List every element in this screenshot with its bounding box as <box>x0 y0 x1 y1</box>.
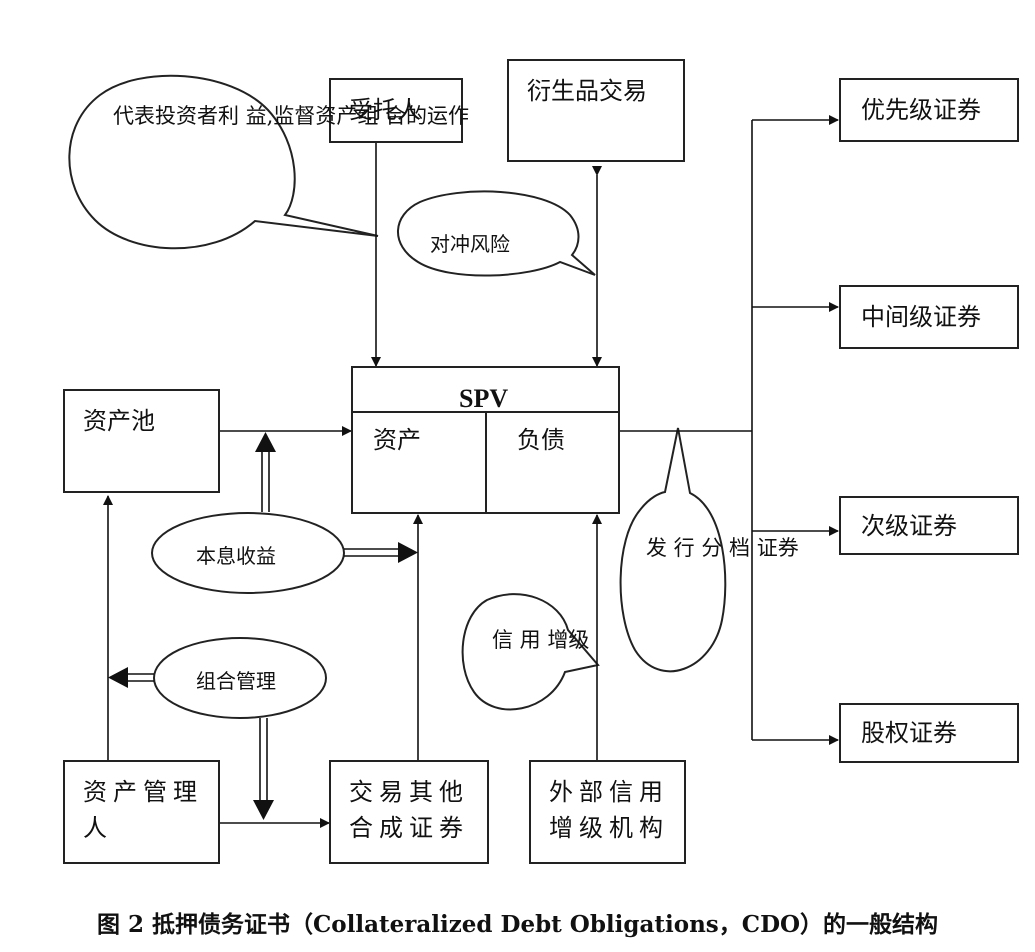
figure-caption: 图 2 抵押债务证书（Collateralized Debt Obligatio… <box>96 911 939 938</box>
spv-column-divider <box>485 411 487 514</box>
interest-income-ellipse <box>151 512 345 594</box>
spv-title: SPV <box>459 384 509 413</box>
spv-box: SPV 资产 负债 <box>351 366 620 514</box>
trustee-note-text: 代表投资者利 益,监督资产组 合的运作 <box>113 104 470 128</box>
subordinate-securities-box: 次级证券 <box>839 496 1019 555</box>
senior-securities-box: 优先级证券 <box>839 78 1019 142</box>
subordinate-securities-label: 次级证券 <box>861 512 957 540</box>
trade-other-label: 交易其他 合成证券 <box>349 778 469 842</box>
senior-securities-label: 优先级证券 <box>861 96 981 124</box>
hedge-bubble <box>397 190 596 277</box>
portfolio-management-text: 组合管理 <box>196 669 276 693</box>
derivatives-box: 衍生品交易 <box>507 59 685 162</box>
spv-assets-label: 资产 <box>373 426 421 454</box>
issue-tranches-text: 发 行 分 档 证券 <box>646 536 799 560</box>
mezzanine-securities-label: 中间级证券 <box>861 303 981 331</box>
trade-other-box: 交易其他 合成证券 <box>329 760 489 864</box>
trustee-note-bubble <box>68 74 379 250</box>
issue-tranches-bubble <box>619 427 727 673</box>
derivatives-label: 衍生品交易 <box>527 77 647 105</box>
hedge-text: 对冲风险 <box>430 232 510 256</box>
equity-securities-label: 股权证券 <box>861 719 957 747</box>
mezzanine-securities-box: 中间级证券 <box>839 285 1019 349</box>
credit-enhancement-text: 信 用 增级 <box>492 628 590 652</box>
trustee-label: 受托人 <box>349 96 421 124</box>
credit-enhancement-bubble <box>461 593 600 711</box>
external-credit-box: 外部信用 增级机构 <box>529 760 686 864</box>
asset-manager-box: 资产管理 人 <box>63 760 220 864</box>
portfolio-management-ellipse <box>153 637 327 719</box>
asset-pool-label: 资产池 <box>83 407 155 435</box>
trustee-box: 受托人 <box>329 78 463 143</box>
interest-income-text: 本息收益 <box>196 544 276 568</box>
spv-liabilities-label: 负债 <box>517 426 565 454</box>
asset-manager-label: 资产管理 人 <box>83 778 203 842</box>
equity-securities-box: 股权证券 <box>839 703 1019 763</box>
external-credit-label: 外部信用 增级机构 <box>549 778 669 842</box>
asset-pool-box: 资产池 <box>63 389 220 493</box>
